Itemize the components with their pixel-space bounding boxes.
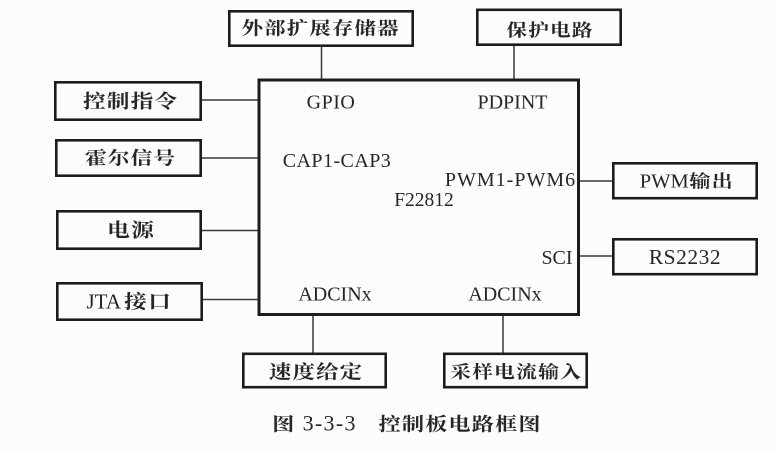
svg-text:CAP1-CAP3: CAP1-CAP3 — [283, 150, 392, 172]
svg-text:PDPINT: PDPINT — [477, 92, 547, 114]
svg-text:3-3-3: 3-3-3 — [303, 411, 357, 436]
svg-text:PWM: PWM — [640, 170, 689, 192]
svg-text:RS2232: RS2232 — [649, 245, 721, 269]
svg-text:GPIO: GPIO — [307, 92, 356, 114]
svg-text:JTA: JTA — [87, 289, 122, 313]
svg-text:ADCINx: ADCINx — [468, 284, 541, 306]
svg-text:F22812: F22812 — [394, 190, 454, 211]
svg-text:PWM1-PWM6: PWM1-PWM6 — [445, 169, 576, 191]
svg-text:SCI: SCI — [541, 247, 572, 269]
svg-text:ADCINx: ADCINx — [298, 284, 371, 306]
